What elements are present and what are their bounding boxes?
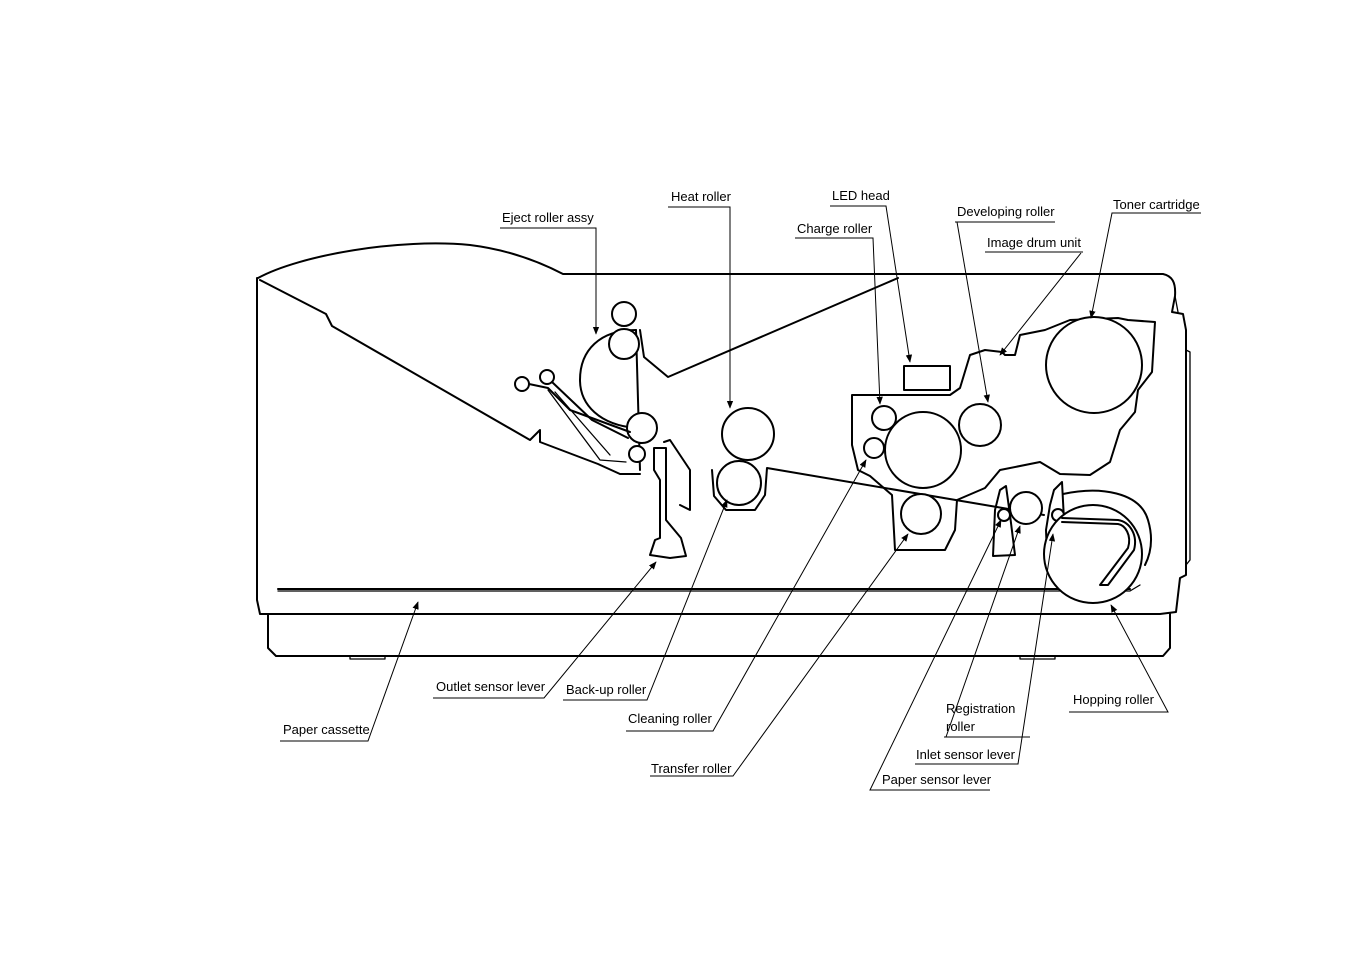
fuser-unit — [711, 407, 1045, 516]
label-cleaning-roller: Cleaning roller — [628, 711, 712, 726]
callout-labels: Eject roller assy Heat roller LED head C… — [283, 188, 1200, 787]
label-charge-roller: Charge roller — [797, 221, 873, 236]
label-registration-roller-line1: Registration — [946, 701, 1015, 716]
image-drum-unit — [851, 316, 1156, 551]
label-developing-roller: Developing roller — [957, 204, 1055, 219]
label-image-drum-unit: Image drum unit — [987, 235, 1081, 250]
label-registration-roller-line2: roller — [946, 719, 976, 734]
label-hopping-roller: Hopping roller — [1073, 692, 1155, 707]
label-outlet-sensor-lever: Outlet sensor lever — [436, 679, 546, 694]
label-inlet-sensor-lever: Inlet sensor lever — [916, 747, 1016, 762]
eject-roller-assy — [514, 301, 658, 471]
label-heat-roller: Heat roller — [671, 189, 732, 204]
label-led-head: LED head — [832, 188, 890, 203]
printer-housing — [256, 242, 1191, 660]
output-tray — [259, 277, 899, 475]
label-paper-cassette: Paper cassette — [283, 722, 370, 737]
paper-feed-section — [992, 481, 1153, 604]
leader-lines — [280, 205, 1201, 791]
label-paper-sensor-lever: Paper sensor lever — [882, 772, 992, 787]
label-back-up-roller: Back-up roller — [566, 682, 647, 697]
label-eject-roller-assy: Eject roller assy — [502, 210, 594, 225]
outlet-sensor-lever — [649, 439, 691, 559]
label-toner-cartridge: Toner cartridge — [1113, 197, 1200, 212]
label-transfer-roller: Transfer roller — [651, 761, 732, 776]
